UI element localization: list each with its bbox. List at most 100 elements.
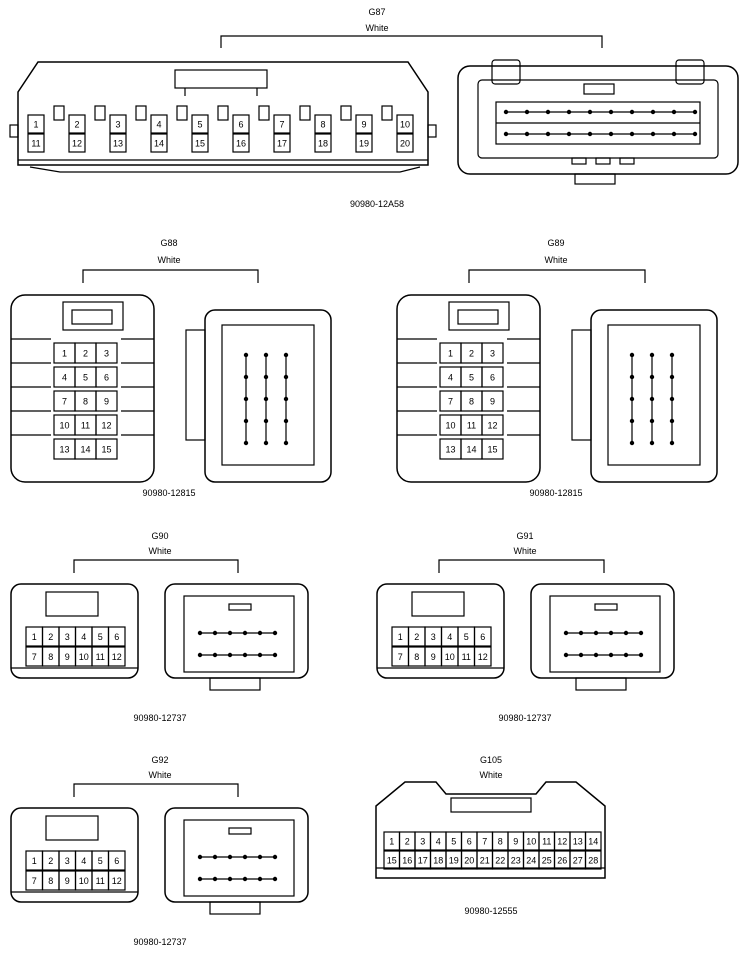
pin-number: 4 (156, 119, 161, 129)
g89-part-number: 90980-12815 (529, 488, 582, 498)
pin-number: 8 (48, 652, 53, 662)
pin-cell: 14 (460, 438, 483, 460)
pin-number: 13 (445, 444, 455, 454)
pin-cell: 6 (232, 114, 250, 134)
pin-cell-outline (232, 114, 250, 134)
pin-number: 17 (277, 138, 287, 148)
pin-number: 7 (32, 876, 37, 886)
pin-number: 11 (96, 876, 105, 886)
pin-cell: 9 (424, 646, 443, 667)
pin-cell: 4 (74, 850, 93, 871)
pin-cell: 4 (53, 366, 76, 388)
g87-color: White (365, 23, 388, 33)
pin-cell: 7 (53, 390, 76, 412)
pin-number: 2 (469, 348, 474, 358)
pin-number: 12 (487, 420, 497, 430)
g90-id: G90 (151, 531, 168, 541)
pin-cell-outline (27, 133, 45, 153)
latch-slot (299, 105, 311, 121)
pin-cell: 4 (429, 831, 447, 851)
pin-cell-outline (95, 342, 118, 364)
pin-cell-outline (107, 850, 126, 871)
g89-bracket (468, 269, 646, 283)
pin-cell: 22 (491, 850, 509, 870)
pin-number: 4 (62, 372, 67, 382)
pin-cell: 15 (481, 438, 504, 460)
g105-color: White (479, 770, 502, 780)
pin-number: 19 (449, 855, 459, 865)
pin-cell: 16 (398, 850, 416, 870)
pin-cell: 12 (107, 870, 126, 891)
pin-cell: 9 (481, 390, 504, 412)
pin-cell-outline (584, 850, 602, 870)
pin-cell: 2 (68, 114, 86, 134)
pin-cell-outline (109, 114, 127, 134)
pin-number: 18 (433, 855, 443, 865)
pin-number: 16 (402, 855, 412, 865)
pin-cell: 17 (273, 133, 291, 153)
pin-cell: 3 (481, 342, 504, 364)
pin-cell: 2 (407, 626, 426, 647)
pin-cell: 10 (74, 870, 93, 891)
g89-id: G89 (547, 238, 564, 248)
pin-number: 11 (96, 652, 105, 662)
pin-cell-outline (95, 414, 118, 436)
pin-number: 9 (65, 876, 70, 886)
pin-cell: 7 (25, 870, 44, 891)
pin-cell-outline (191, 133, 209, 153)
latch-slot (217, 105, 229, 121)
pin-number: 1 (62, 348, 67, 358)
pin-cell: 1 (53, 342, 76, 364)
g88-terminal-dots (243, 352, 289, 446)
pin-number: 3 (115, 119, 120, 129)
pin-cell: 26 (553, 850, 571, 870)
pin-number: 23 (511, 855, 521, 865)
pin-cell: 6 (481, 366, 504, 388)
g90-color: White (148, 546, 171, 556)
g88-id: G88 (160, 238, 177, 248)
pin-cell: 12 (473, 646, 492, 667)
pin-number: 14 (588, 836, 598, 846)
pin-cell: 2 (41, 850, 60, 871)
pin-number: 7 (448, 396, 453, 406)
pin-number: 14 (154, 138, 164, 148)
pin-cell: 9 (58, 870, 77, 891)
pin-cell: 1 (383, 831, 401, 851)
pin-cell: 3 (58, 626, 77, 647)
pin-cell: 14 (150, 133, 168, 153)
pin-number: 6 (114, 856, 119, 866)
pin-number: 5 (98, 856, 103, 866)
pin-cell: 10 (439, 414, 462, 436)
pin-cell: 7 (25, 646, 44, 667)
pin-number: 7 (482, 836, 487, 846)
pin-number: 12 (101, 420, 111, 430)
pin-number: 4 (81, 632, 86, 642)
pin-number: 11 (542, 836, 551, 846)
pin-number: 7 (398, 652, 403, 662)
pin-cell: 4 (440, 626, 459, 647)
pin-cell: 17 (414, 850, 432, 870)
g87-housing-view (457, 59, 739, 185)
pin-cell: 7 (391, 646, 410, 667)
pin-number: 13 (59, 444, 69, 454)
pin-number: 21 (480, 855, 490, 865)
pin-cell: 1 (439, 342, 462, 364)
pin-number: 9 (513, 836, 518, 846)
pin-cell: 1 (25, 626, 44, 647)
connector-g87: G87 White 111212313414515616717818919102… (9, 7, 739, 209)
g105-part-number: 90980-12555 (464, 906, 517, 916)
pin-number: 6 (490, 372, 495, 382)
pin-cell: 3 (95, 342, 118, 364)
latch-slot (53, 105, 65, 121)
pin-cell-outline (68, 133, 86, 153)
pin-number: 6 (480, 632, 485, 642)
pin-number: 7 (32, 652, 37, 662)
pin-cell: 8 (314, 114, 332, 134)
pin-number: 1 (448, 348, 453, 358)
pin-cell: 2 (398, 831, 416, 851)
g88-part-number: 90980-12815 (142, 488, 195, 498)
